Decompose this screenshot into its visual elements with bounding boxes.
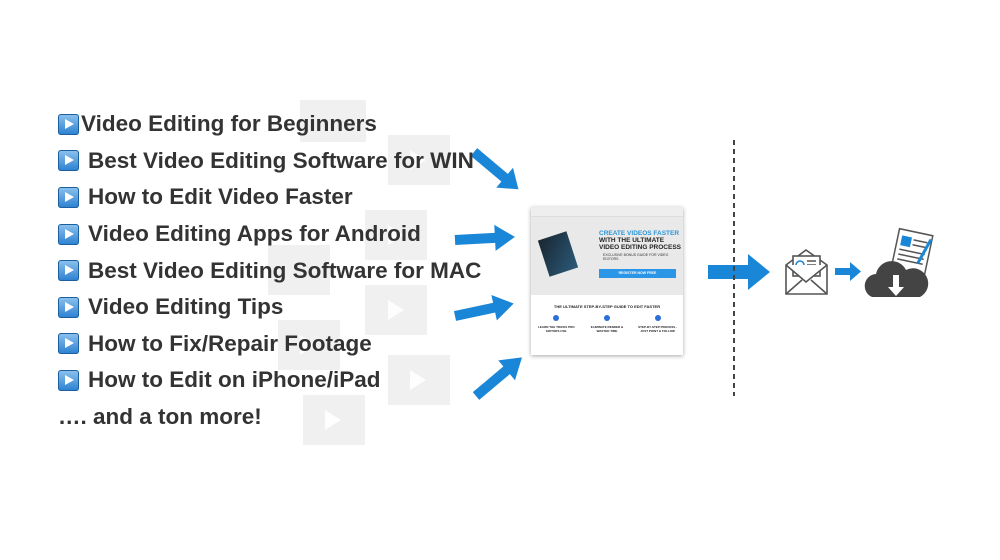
arrow-1 (470, 148, 519, 190)
section-title: THE ULTIMATE STEP-BY-STEP GUIDE TO EDIT … (553, 304, 661, 309)
register-button[interactable]: REGISTER NOW FREE (599, 269, 676, 278)
arrow-to-email (708, 254, 770, 290)
arrow-2 (454, 224, 515, 251)
step: LEARN THE TRICKS PRO EDITORS USE (536, 315, 576, 333)
step-number-icon (603, 315, 610, 321)
step-title: STEP-BY-STEP PROCESS - JUST POINT & FOLL… (638, 325, 678, 333)
topic-label: Video Editing Apps for Android (88, 221, 421, 247)
step-title: LEARN THE TRICKS PRO EDITORS USE (538, 325, 575, 333)
email-icon (785, 249, 828, 295)
topic-label: How to Fix/Repair Footage (88, 330, 372, 356)
browser-bar (531, 207, 683, 217)
play-icon (58, 113, 79, 135)
topic-list: Video Editing for Beginners Best Video E… (58, 106, 481, 435)
topic-item: Video Editing Apps for Android (58, 216, 481, 253)
topic-label: Video Editing Tips (88, 294, 284, 320)
headline-line: VIDEO EDITING PROCESS (599, 244, 681, 251)
ebook-cover-image (537, 231, 579, 277)
arrows (453, 148, 861, 400)
play-icon (58, 296, 79, 318)
headline-accent: CREATE VIDEOS FASTER (599, 230, 680, 237)
document-icon (890, 227, 934, 276)
step-number-icon (553, 315, 560, 321)
hero-section: CREATE VIDEOS FASTER WITH THE ULTIMATE V… (531, 217, 683, 295)
topic-item: Video Editing Tips (58, 289, 481, 326)
step-title: ELIMINATE RENDER & WASTED TIME (590, 325, 624, 333)
arrow-4 (472, 357, 522, 400)
topic-item: Video Editing for Beginners (58, 106, 481, 143)
topic-label: How to Edit on iPhone/iPad (88, 367, 381, 393)
topic-item: Best Video Editing Software for MAC (58, 252, 481, 289)
play-icon (58, 260, 79, 282)
play-icon (58, 150, 79, 172)
topic-item: How to Fix/Repair Footage (58, 326, 481, 363)
arrow-to-download (835, 262, 861, 281)
play-icon (58, 369, 79, 391)
step: ELIMINATE RENDER & WASTED TIME (587, 315, 627, 333)
topic-label: Best Video Editing Software for MAC (88, 257, 482, 283)
subtitle: EXCLUSIVE BONUS GUIDE FOR VIDEO EDITORS (603, 253, 669, 261)
landing-page-thumbnail: CREATE VIDEOS FASTER WITH THE ULTIMATE V… (531, 207, 683, 355)
play-icon (58, 333, 79, 355)
topic-item: How to Edit Video Faster (58, 179, 481, 216)
more-text: …. and a ton more! (58, 404, 262, 430)
headline-line: WITH THE ULTIMATE (599, 237, 665, 244)
step: STEP-BY-STEP PROCESS - JUST POINT & FOLL… (638, 315, 678, 333)
topic-label: How to Edit Video Faster (88, 184, 353, 210)
topic-label: Best Video Editing Software for WIN (88, 147, 474, 173)
play-icon (58, 223, 79, 245)
topic-item: How to Edit on iPhone/iPad (58, 362, 481, 399)
headline: CREATE VIDEOS FASTER WITH THE ULTIMATE V… (599, 230, 681, 251)
cloud-download-icon (864, 261, 929, 297)
step-number-icon (654, 315, 661, 321)
play-icon (58, 186, 79, 208)
arrow-3 (453, 294, 514, 321)
topic-label: Video Editing for Beginners (81, 111, 377, 137)
topic-item: Best Video Editing Software for WIN (58, 143, 481, 180)
